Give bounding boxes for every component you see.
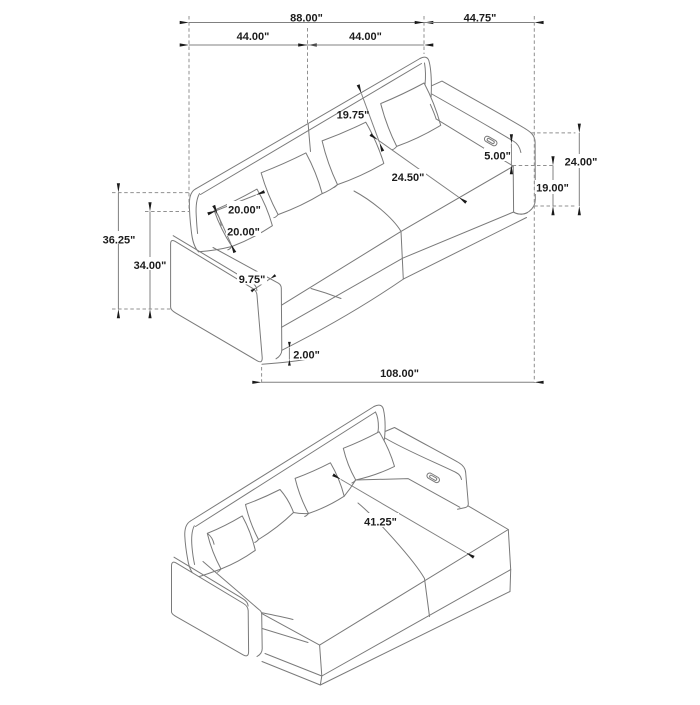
svg-text:108.00": 108.00" xyxy=(380,368,419,380)
svg-text:34.00": 34.00" xyxy=(134,260,167,272)
svg-text:20.00": 20.00" xyxy=(227,227,260,239)
svg-text:19.75": 19.75" xyxy=(337,110,370,122)
svg-text:88.00": 88.00" xyxy=(290,13,323,25)
svg-text:20.00": 20.00" xyxy=(228,205,261,217)
svg-text:9.75": 9.75" xyxy=(239,274,266,286)
svg-text:24.50": 24.50" xyxy=(392,172,425,184)
svg-text:36.25": 36.25" xyxy=(103,235,136,247)
svg-text:44.75": 44.75" xyxy=(464,13,497,25)
svg-text:44.00": 44.00" xyxy=(237,31,270,43)
svg-text:24.00": 24.00" xyxy=(565,157,598,169)
svg-text:5.00": 5.00" xyxy=(484,151,511,163)
svg-text:44.00": 44.00" xyxy=(349,31,382,43)
svg-text:19.00": 19.00" xyxy=(536,183,569,195)
svg-text:2.00": 2.00" xyxy=(293,350,320,362)
svg-text:41.25": 41.25" xyxy=(364,517,397,529)
